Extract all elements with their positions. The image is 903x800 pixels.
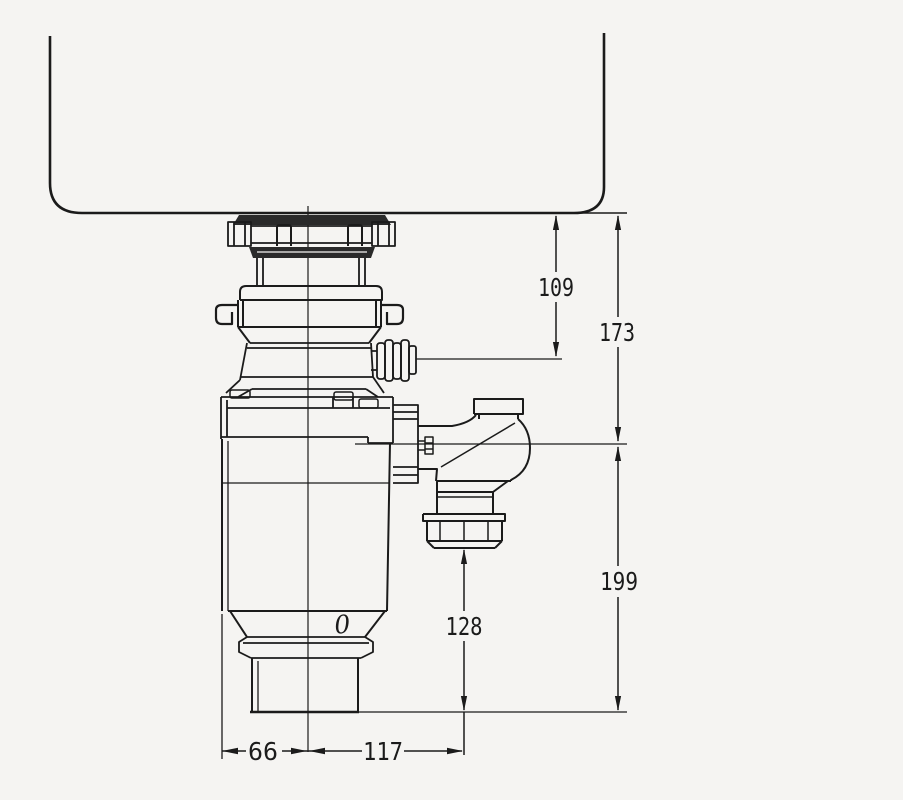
- dim-sink-to-dishwasher-inlet: 109: [538, 215, 574, 357]
- base-housing: [250, 658, 359, 714]
- dim-label-128: 128: [446, 612, 483, 641]
- drain-tee-fitting: [418, 398, 531, 515]
- sink-outline: [48, 33, 627, 215]
- grind-chamber: [221, 439, 391, 638]
- arrowhead-left: [309, 747, 325, 755]
- arrowhead-down: [614, 427, 622, 442]
- arrowhead-down: [614, 696, 622, 711]
- dim-label-199: 199: [600, 567, 638, 596]
- flange-neck: [256, 258, 366, 287]
- dim-trap-nut-to-base: 128: [446, 549, 483, 755]
- dim-label-173: 173: [599, 318, 635, 347]
- shoulder-ring: [238, 636, 374, 659]
- dim-label-66: 66: [248, 737, 278, 766]
- dishwasher-inlet-barb: [371, 339, 417, 382]
- arrowhead-up: [460, 549, 468, 564]
- arrowhead-right: [291, 747, 307, 755]
- sound-shell-band: [220, 388, 394, 444]
- sink-flange-gasket: [233, 215, 391, 225]
- support-ring: [214, 300, 405, 344]
- right-mount-tab: [381, 303, 405, 326]
- slip-nut: [422, 513, 506, 549]
- body-marking: 0: [333, 609, 351, 639]
- extension-lines: [221, 358, 627, 759]
- arrowhead-left: [222, 747, 238, 755]
- arrowhead-down: [460, 696, 468, 711]
- arrowhead-right: [447, 747, 463, 755]
- arrowhead-up: [614, 446, 622, 461]
- dim-label-109: 109: [538, 273, 574, 302]
- arrowhead-up: [552, 215, 560, 230]
- arrowhead-up: [614, 215, 622, 230]
- dim-sink-to-outlet-centerline: 173: [599, 215, 635, 442]
- dim-outlet-centerline-to-base: 199: [600, 446, 638, 711]
- left-mount-tab: [214, 303, 238, 326]
- upper-housing: [225, 342, 385, 394]
- mounting-ring: [227, 221, 396, 258]
- upper-collar: [239, 285, 383, 301]
- dim-label-117: 117: [363, 737, 403, 766]
- arrowhead-down: [552, 342, 560, 357]
- dim-bottom-offsets: 66 117: [222, 737, 463, 766]
- clamp-screw: [418, 436, 434, 455]
